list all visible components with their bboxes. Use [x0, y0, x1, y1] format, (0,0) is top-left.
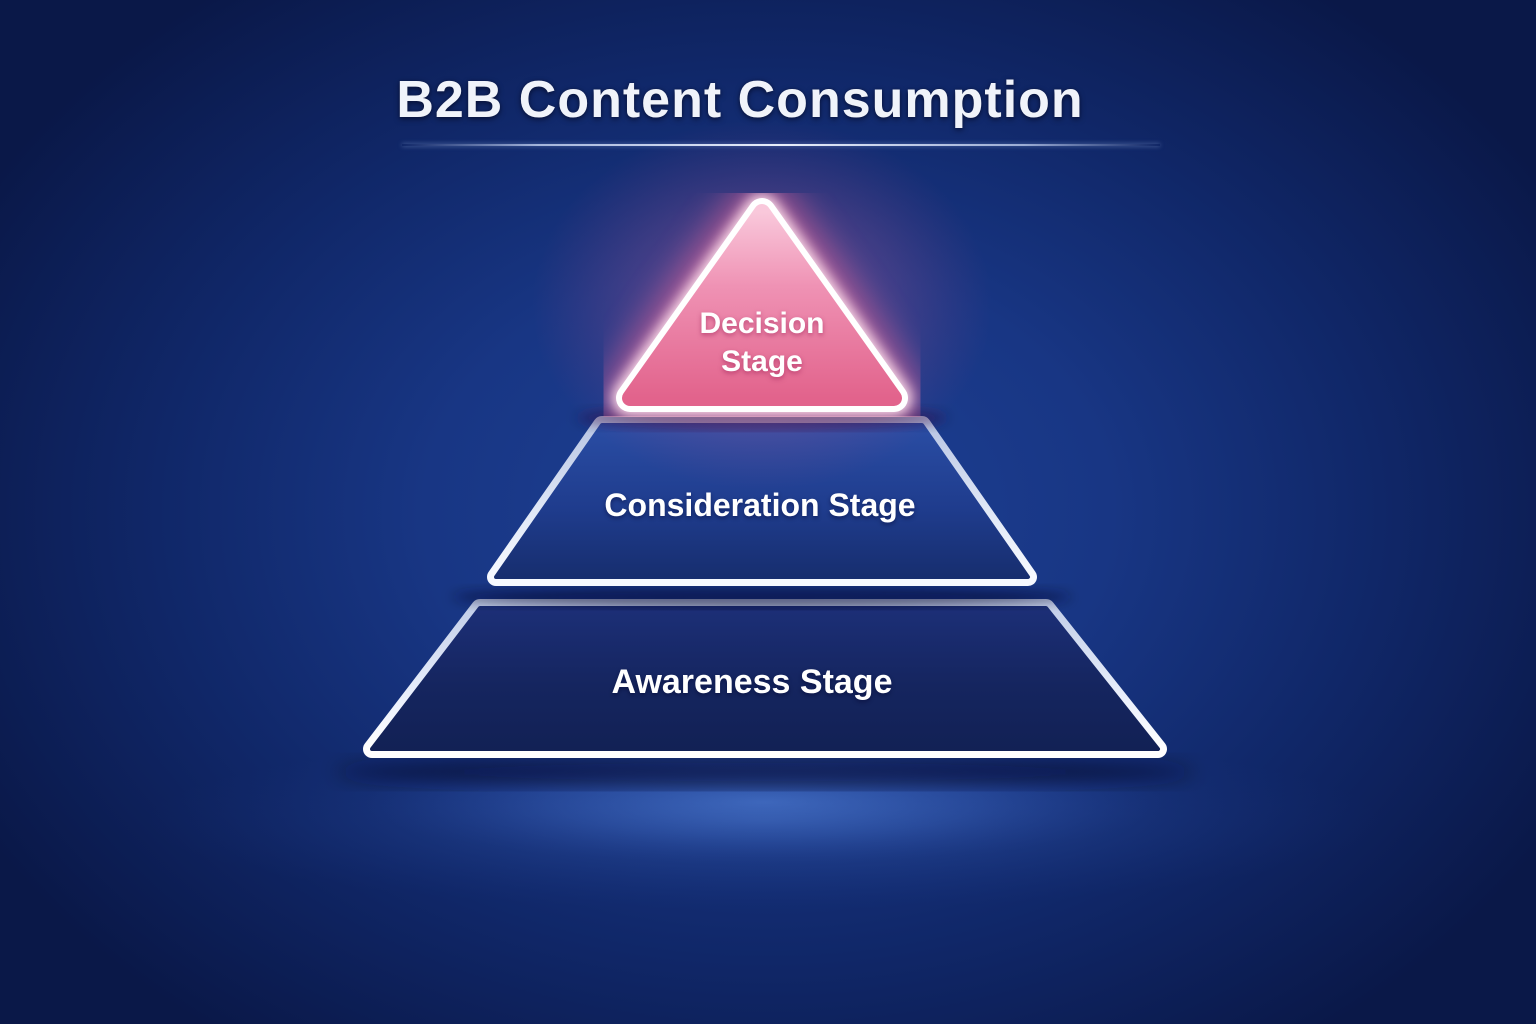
middle-stage-shadow — [452, 586, 1072, 608]
consideration-stage-label: Consideration Stage — [604, 487, 916, 523]
awareness-stage-label: Awareness Stage — [611, 663, 893, 701]
title-underline — [402, 144, 1160, 146]
page-title: B2B Content Consumption — [396, 71, 1084, 129]
decision-stage-label: Decision Stage — [699, 307, 825, 378]
decision-stage-shape — [532, 120, 992, 490]
awareness-stage-shape — [335, 599, 1195, 788]
